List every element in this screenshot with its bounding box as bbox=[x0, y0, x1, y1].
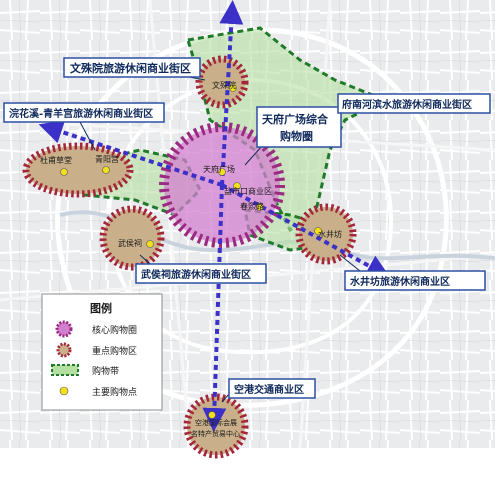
callouts: 文殊院旅游休闲商业街区 浣花溪-青羊宫旅游休闲商业街区 天府广场综合 购物圈 府… bbox=[3, 57, 491, 403]
label-chunxilu: 春熙路 bbox=[240, 201, 264, 211]
axis-east-arrow bbox=[221, 183, 391, 278]
label-tianfuguangchang: 天府广场 bbox=[203, 164, 235, 174]
point-qingyanggong bbox=[102, 166, 110, 174]
legend-item-label: 重点购物区 bbox=[92, 345, 137, 357]
development-axes bbox=[38, 0, 391, 432]
legend-item: 核心购物圈 bbox=[55, 320, 137, 338]
legend-item-label: 购物带 bbox=[92, 365, 119, 377]
point-yanshikou bbox=[233, 182, 241, 190]
label-airport-line1: 空港国际会展 bbox=[195, 418, 237, 427]
point-dufucaotang bbox=[60, 168, 68, 176]
point-icon bbox=[59, 386, 69, 396]
label-wuhouci: 武侯祠 bbox=[118, 238, 142, 248]
axis-north-arrow bbox=[219, 0, 244, 186]
callout-huanhuaxi bbox=[3, 102, 165, 123]
label-qingyanggong: 青阳宫 bbox=[95, 154, 119, 164]
point-tianfuguangchang bbox=[218, 168, 226, 176]
point-chunxilu bbox=[256, 203, 264, 211]
callout-funan-text: 府南河滨水旅游休闲商业街区 bbox=[342, 98, 472, 111]
area-huanhuaxi bbox=[22, 142, 134, 198]
legend: 图例 核心购物圈 重点购物区 购物带 主要购物点 bbox=[41, 293, 163, 411]
callout-funan bbox=[337, 93, 491, 114]
core-ring-icon bbox=[55, 320, 73, 338]
point-airport bbox=[208, 411, 216, 419]
area-wenshuyuan bbox=[195, 55, 249, 109]
legend-item: 主要购物点 bbox=[59, 386, 137, 398]
legend-item-label: 核心购物圈 bbox=[92, 324, 137, 336]
point-wuhouci bbox=[146, 240, 154, 248]
callout-wenshuyuan bbox=[63, 57, 201, 78]
callout-tianfu-line2: 购物圈 bbox=[280, 129, 313, 143]
callout-wuhouci bbox=[135, 263, 267, 284]
callout-airport-text: 空港交通商业区 bbox=[234, 383, 304, 396]
point-shuijingfang bbox=[314, 227, 322, 235]
callout-shuijingfang-text: 水井坊旅游休闲商业区 bbox=[349, 275, 450, 288]
label-wenshuyuan: 文殊院 bbox=[212, 80, 236, 90]
callout-airport bbox=[228, 378, 316, 399]
place-labels: 文殊院 杜甫草堂 青阳宫 天府广场 盐市口商业区 春熙路 武侯祠 水井坊 空港国… bbox=[40, 80, 342, 438]
legend-item: 购物带 bbox=[51, 364, 119, 377]
legend-title: 图例 bbox=[90, 301, 112, 315]
label-airport-line2: 名特产贸易中心 bbox=[191, 429, 240, 438]
legend-item: 重点购物区 bbox=[56, 342, 137, 358]
axis-west-arrow bbox=[38, 120, 223, 187]
callout-wenshuyuan-text: 文殊院旅游休闲商业街区 bbox=[70, 61, 191, 75]
area-wuhouci bbox=[99, 205, 165, 271]
point-wenshuyuan bbox=[229, 84, 237, 92]
area-shuijingfang bbox=[295, 203, 357, 265]
callout-tianfu bbox=[256, 106, 342, 148]
label-shuijingfang: 水井坊 bbox=[318, 229, 342, 239]
key-shopping-areas bbox=[22, 55, 357, 459]
label-yanshikou: 盐市口商业区 bbox=[224, 186, 272, 196]
legend-item-label: 主要购物点 bbox=[92, 386, 137, 398]
dashed-belt-icon bbox=[51, 364, 79, 376]
key-ring-icon bbox=[56, 342, 72, 358]
shopping-points bbox=[60, 84, 322, 419]
callout-huanhuaxi-text: 浣花溪-青羊宫旅游休闲商业街区 bbox=[9, 107, 153, 120]
label-dufucaotang: 杜甫草堂 bbox=[40, 155, 72, 165]
callout-wuhouci-text: 武侯祠旅游休闲商业街区 bbox=[141, 268, 251, 281]
axis-south-arrow bbox=[202, 184, 227, 432]
callout-shuijingfang bbox=[344, 270, 486, 291]
callout-tianfu-line1: 天府广场综合 bbox=[262, 112, 329, 126]
